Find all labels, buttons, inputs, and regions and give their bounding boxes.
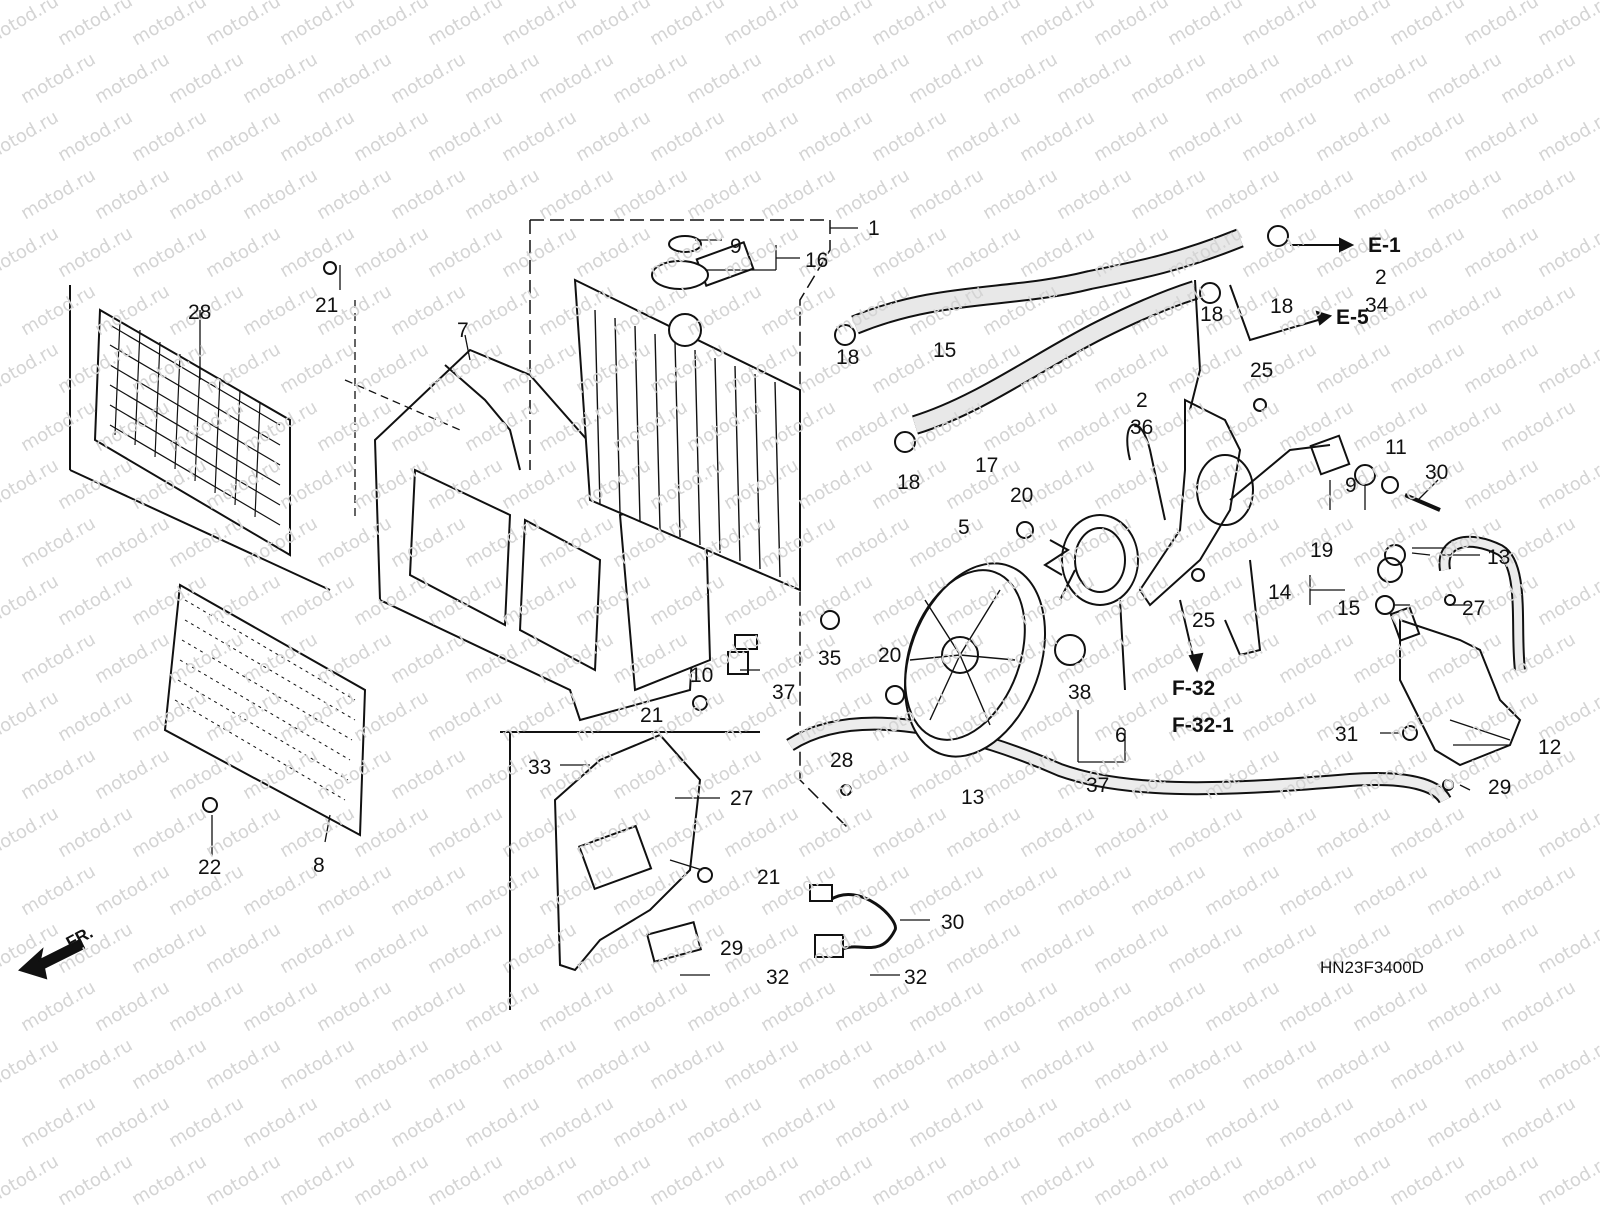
callout-3: 5 [958, 516, 970, 539]
callout-29: 29 [720, 937, 744, 960]
callout-13: 15 [1337, 597, 1361, 620]
callout-11: 13 [1487, 546, 1511, 569]
callout-33-a: 34 [1365, 294, 1389, 317]
hose-clamps [834, 225, 1289, 453]
ref-e1: E-1 [1368, 234, 1401, 257]
callout-14: 12 [1538, 736, 1562, 759]
wiring-harness [809, 884, 897, 958]
callout-17: 17 [975, 454, 999, 477]
callout-34: 35 [818, 647, 842, 670]
radiator-grille [69, 285, 331, 591]
callout-28: 28 [188, 301, 212, 324]
callout-25-b: 29 [1488, 776, 1512, 799]
callout-21-a: 21 [315, 294, 339, 317]
callout-36: 36 [1130, 416, 1154, 439]
callout-8-a: 9 [1345, 474, 1357, 497]
callout-18-c: 18 [1200, 303, 1224, 326]
front-arrow [18, 938, 86, 980]
fan-motor [1043, 514, 1139, 691]
callout-21-b: 21 [640, 704, 664, 727]
reserve-tank [1389, 606, 1522, 767]
callout-31: 31 [1335, 723, 1359, 746]
callout-38: 38 [1068, 681, 1092, 704]
leader-lines [199, 227, 1511, 976]
callout-35: 37 [772, 681, 796, 704]
callout-32-b: 32 [904, 966, 928, 989]
fan-bracket [1126, 279, 1331, 657]
callout-20-b: 20 [878, 644, 902, 667]
callout-6: 8 [313, 854, 325, 877]
callout-25-a: 28 [830, 749, 854, 772]
callout-19: 19 [1310, 539, 1334, 562]
callout-18-b: 18 [1270, 295, 1294, 318]
callout-2-a: 2 [1136, 389, 1148, 412]
reference-arrows [1179, 237, 1355, 673]
perforated-guard [163, 583, 367, 837]
cooling-fan [903, 562, 1047, 758]
callout-16: 15 [933, 339, 957, 362]
hoses [786, 228, 1526, 804]
callout-1: 1 [868, 217, 880, 240]
callout-27: 27 [730, 787, 754, 810]
callout-26: 30 [1425, 461, 1449, 484]
callout-33-b: 33 [528, 756, 552, 779]
callout-10: 9 [730, 235, 742, 258]
callout-15: 13 [961, 786, 985, 809]
ref-f32: F-32 [1172, 677, 1216, 700]
small-parts [202, 261, 1456, 883]
radiator [529, 219, 851, 831]
callout-5: 7 [457, 319, 469, 342]
ref-f32-1: F-32-1 [1172, 714, 1234, 737]
callout-18-a: 18 [836, 346, 860, 369]
ref-e5: E-5 [1336, 306, 1369, 329]
diagram-code: HN23F3400D [1320, 958, 1424, 977]
callout-21-c: 21 [757, 866, 781, 889]
callout-8-b: 10 [690, 664, 714, 687]
callout-22: 22 [198, 856, 222, 879]
callout-7: 16 [805, 249, 829, 272]
callout-2-b: 2 [1375, 266, 1387, 289]
callout-4: 6 [1115, 724, 1127, 747]
callout-37: 37 [1086, 774, 1110, 797]
callout-23-b: 25 [1192, 609, 1216, 632]
callout-12: 14 [1268, 581, 1292, 604]
callout-23-a: 25 [1250, 359, 1274, 382]
callout-9: 11 [1385, 436, 1407, 459]
callout-20-a: 20 [1010, 484, 1034, 507]
callout-30: 30 [941, 911, 965, 934]
relay-bracket [500, 731, 760, 1010]
callout-18-d: 18 [897, 471, 921, 494]
callout-24: 27 [1462, 597, 1486, 620]
callout-32-a: 32 [766, 966, 790, 989]
